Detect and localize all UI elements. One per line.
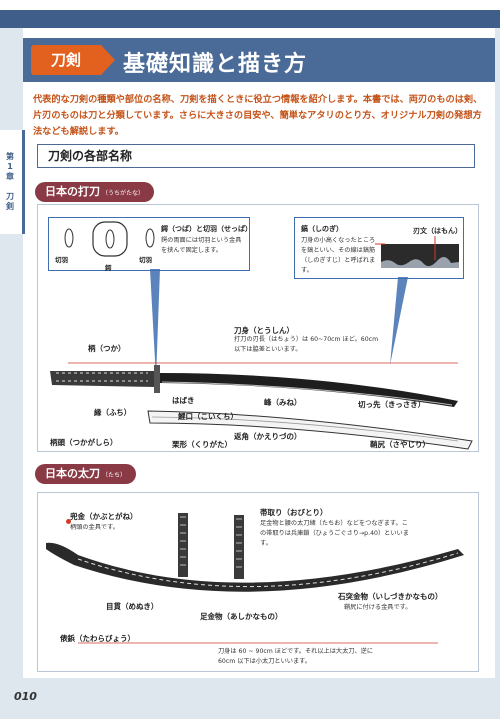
tsuka-label: 柄（つか） (88, 344, 126, 353)
shinogi-callout: 鎬（しのぎ） 刀身の小高くなったところを鎬といい、その線は鎬筋（しのぎすじ）と呼… (294, 217, 464, 279)
koiguchi-label: 鯉口（こいくち） (178, 412, 238, 421)
tsuba-callout-desc: 鍔の両面には切羽という金具を挟んで固定します。 (161, 237, 242, 254)
top-band (0, 0, 500, 10)
callout-pointers (150, 269, 408, 379)
chapter-number: 第1章 (6, 152, 14, 181)
tachi-heading: 日本の太刀（たち） (35, 464, 137, 484)
seppa-left-label: 切羽 (55, 256, 68, 264)
uchigatana-illustration (50, 362, 473, 450)
tsuba-label: 鍔 (105, 264, 112, 272)
tachi-reading: （たち） (102, 472, 127, 479)
uchigatana-reading: （うちがたな） (102, 190, 145, 197)
toushin-label: 刀身（とうしん） (234, 326, 294, 335)
ishizuki-desc: 鞘尻に付ける金具です。 (344, 604, 412, 611)
shinogi-title: 鎬（しのぎ） (301, 225, 343, 233)
ishizuki-label: 石突金物（いしづきかなもの） (338, 592, 443, 601)
uchigatana-panel: 切羽 鍔 切羽 鍔（つば）と切羽（せっぱ） 鍔の両面には切羽という金具を挟んで固… (37, 204, 479, 452)
tsuba-callout-title: 鍔（つば）と切羽（せっぱ） (161, 225, 252, 233)
uchigatana-heading-text: 日本の打刀 (45, 185, 100, 198)
section-title: 刀剣の各部名称 (37, 144, 475, 168)
chapter-side-tab: 第1章 刀剣 (0, 130, 25, 234)
title-bar: 刀剣 基礎知識と描き方 (23, 38, 495, 82)
mine-label: 峰（みね） (264, 398, 302, 407)
page: 刀剣 基礎知識と描き方 代表的な刀剣の種類や部位の名称、刀剣を描くときに役立つ情… (23, 28, 495, 678)
page-title: 基礎知識と描き方 (123, 52, 308, 77)
obitori-label: 帯取り（おびとり） (260, 508, 328, 517)
chapter-title: 刀剣 (6, 192, 14, 211)
habaki-label: はばき (172, 396, 195, 405)
tsuba-callout: 切羽 鍔 切羽 鍔（つば）と切羽（せっぱ） 鍔の両面には切羽という金具を挟んで固… (48, 217, 252, 272)
kabutogane-label: 兜金（かぶとがね） (70, 512, 138, 521)
blade-cross-section (375, 236, 459, 268)
kashira-label: 柄頭（つかがしら） (50, 438, 118, 447)
kissaki-label: 切っ先（きっさき） (358, 400, 426, 409)
menuki-label: 目貫（めぬき） (106, 602, 159, 611)
kabutogane-desc: 柄頭の金具です。 (70, 524, 119, 531)
tawarabyou-label: 俵鋲（たわらびょう） (60, 634, 135, 643)
kojiri-label: 鞘尻（さやじり） (370, 440, 430, 449)
tachi-length-note: 刀身は 60 ~ 90cm ほどです。それ以上は大太刀、逆に 60cm 以下は小… (218, 648, 374, 665)
shinogi-desc: 刀身の小高くなったところを鎬といい、その線は鎬筋（しのぎすじ）と呼ばれます。 (301, 237, 376, 274)
header-strip (0, 10, 500, 28)
tachi-panel: 兜金（かぶとがね） 柄頭の金具です。 帯取り（おびとり） 足金物と腰の太刀緒（た… (37, 492, 479, 672)
toushin-desc: 打刀の刃長（はちょう）は 60~70cm ほど。60cm 以下は脇差といいます。 (234, 336, 379, 353)
ashikanamono-label: 足金物（あしかなもの） (200, 612, 283, 621)
uchigatana-heading: 日本の打刀（うちがたな） (35, 182, 155, 202)
page-number: 010 (14, 690, 37, 703)
intro-text: 代表的な刀剣の種類や部位の名称、刀剣を描くときに役立つ情報を紹介します。本書では… (33, 94, 483, 137)
kabutogane-marker (66, 519, 71, 524)
fuchi-label: 縁（ふち） (94, 408, 132, 417)
seppa-right-label: 切羽 (139, 256, 152, 264)
hamon-label: 刃文（はもん） (413, 227, 462, 235)
tachi-illustration (46, 513, 464, 644)
category-tag: 刀剣 (31, 45, 115, 75)
tachi-heading-text: 日本の太刀 (45, 467, 100, 480)
kaerizuno-label: 返角（かえりづの） (234, 432, 302, 441)
kurigata-label: 栗形（くりがた） (172, 440, 232, 449)
tsuba-illustration (64, 221, 155, 257)
obitori-desc: 足金物と腰の太刀緒（たちお）などをつなぎます。この帯取りは兵庫鎖（ひょうごぐさり… (260, 520, 409, 547)
